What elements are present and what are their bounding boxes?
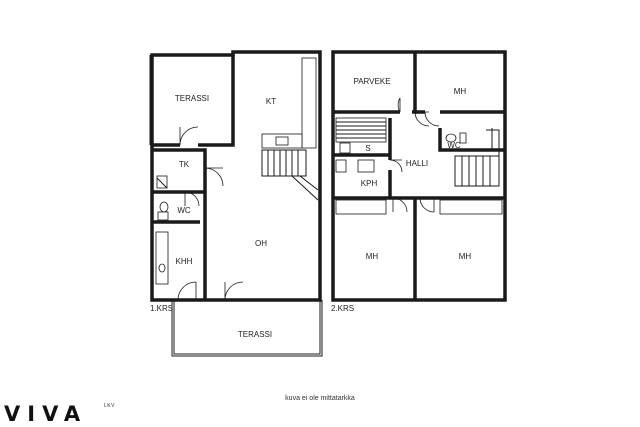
- door-oh-terrace: [224, 281, 244, 301]
- room-label-wc-first: WC: [177, 206, 191, 215]
- room-label-parveke: PARVEKE: [353, 77, 390, 86]
- staircase-first-floor: [261, 149, 319, 201]
- door-mh-left: [392, 197, 408, 213]
- first-floor-plan: [149, 50, 323, 357]
- room-label-kt: KT: [266, 97, 276, 106]
- room-label-terassi-upper: TERASSI: [175, 94, 209, 103]
- toilet-first-floor: [159, 201, 169, 213]
- sauna-benches: [335, 117, 387, 154]
- brand-suffix: LKV: [104, 403, 115, 409]
- lower-terrace-outline: [171, 300, 323, 357]
- staircase-second-floor: [454, 128, 500, 187]
- door-terrace: [179, 126, 199, 146]
- room-label-mh-left: MH: [366, 252, 379, 261]
- second-floor-plan: [331, 50, 507, 302]
- brand-logo: VIVA: [4, 402, 88, 426]
- room-label-halli: HALLI: [406, 159, 428, 168]
- door-parveke: [397, 97, 401, 113]
- door-mh-top: [414, 111, 430, 127]
- room-label-kph: KPH: [361, 179, 378, 188]
- closet-tk: [156, 175, 168, 189]
- floor-label-second: 2.KRS: [331, 304, 354, 313]
- door-tk: [204, 167, 224, 187]
- room-label-tk: TK: [179, 160, 190, 169]
- door-mh-right: [419, 197, 435, 213]
- floor-label-first: 1.KRS: [150, 304, 173, 313]
- room-label-terassi-lower: TERASSI: [238, 330, 272, 339]
- door-kph: [389, 159, 403, 173]
- room-label-s: S: [365, 144, 370, 153]
- kitchen-counter: [301, 57, 317, 149]
- door-wc: [184, 191, 200, 207]
- kitchen-sink: [275, 136, 289, 146]
- room-label-mh-right: MH: [459, 252, 472, 261]
- room-label-khh: KHH: [176, 257, 193, 266]
- room-label-mh-top: MH: [454, 87, 467, 96]
- room-label-oh: OH: [255, 239, 267, 248]
- scale-disclaimer: kuva ei ole mittatarkka: [285, 395, 355, 402]
- utility-counter: [155, 231, 169, 285]
- door-khh: [177, 281, 197, 301]
- toilet-second-floor: [445, 133, 457, 143]
- room-label-wc-second: WC: [447, 141, 461, 150]
